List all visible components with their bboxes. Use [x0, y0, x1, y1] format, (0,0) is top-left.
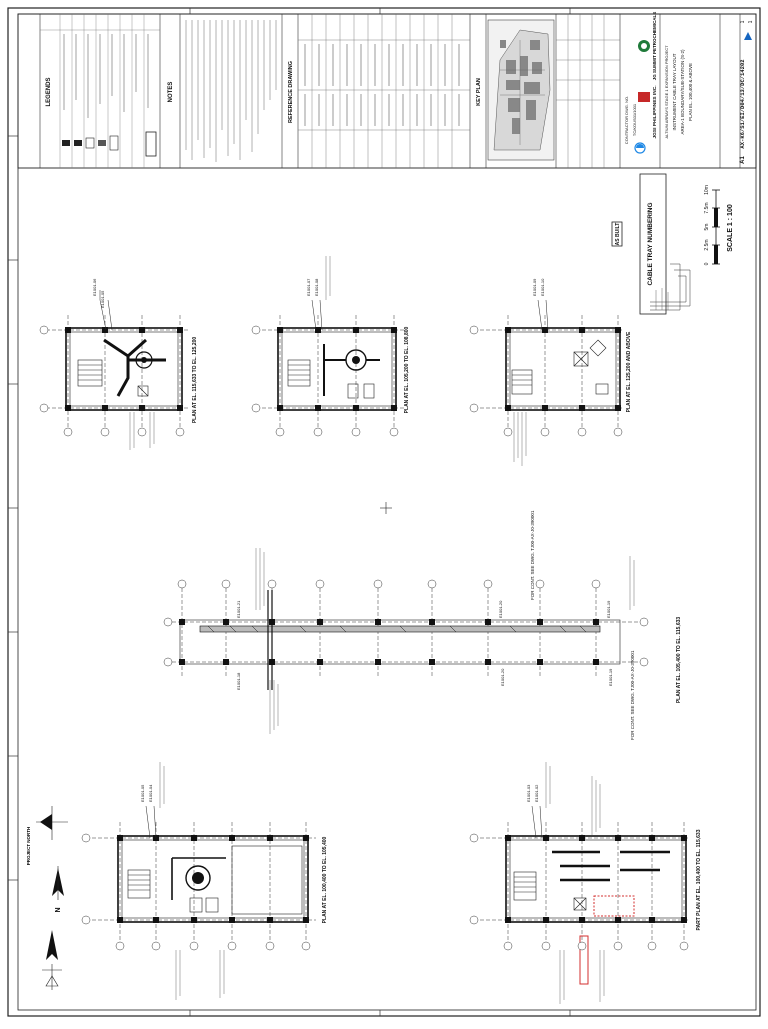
plan-middle: E1001-20 E1001-19 E1001-21 E1001-18 E100…: [163, 510, 682, 740]
drawing-title-2: AREA-1 BOUNDARY/SUB-STATION (S-2): [680, 49, 685, 135]
plan-title-top-right: PLAN AT EL. 125,200 AND ABOVE: [626, 331, 632, 412]
tag-e1001-09: E1001-09: [532, 278, 537, 296]
center-marks: [380, 502, 392, 514]
for-cont-note-2: FOR CONT. SEE DWG. TJ00-AX-J0-390001: [630, 650, 635, 740]
company-logo-mark: [634, 142, 646, 154]
client-logo-text: JG SUMMIT PETROCHEMICALS: [652, 12, 657, 81]
scale-tick-4: 10m: [704, 185, 710, 195]
tag-e1001-06: E1001-06: [92, 278, 97, 296]
sheet-of: 1: [748, 20, 754, 23]
plan-title-middle: PLAN AT EL. 105,400 TO EL. 115,633: [676, 617, 682, 704]
tag-e1001-07: E1001-07: [306, 278, 311, 296]
tag-e1001-03: E1001-03: [526, 784, 531, 802]
plan-top-right: E1001-09 E1001-10 PLAN AT EL. 125,200 AN…: [469, 278, 632, 466]
plan-bottom-right: E1001-03 E1001-02 PART PLAN AT EL. 100,4…: [469, 762, 702, 1004]
tag-e1001-05: E1001-05: [100, 290, 105, 308]
drawing-title-1: INSTRUMENT CABLE TRAY LAYOUT: [672, 53, 677, 130]
scale-tick-1: 2.5m: [704, 239, 710, 250]
tag-e1001-10: E1001-10: [540, 278, 545, 296]
highlight-box: [593, 895, 635, 917]
scale-tick-0: 0: [704, 262, 710, 265]
contractor-logo-mark: [744, 32, 752, 40]
tag-e1001-04: E1001-04: [148, 784, 153, 802]
sheet-no: 1: [740, 20, 746, 23]
tag-e1001-02: E1001-02: [534, 784, 539, 802]
scale-tick-2: 5m: [704, 224, 710, 231]
tag-e1001-05b: E1001-05: [140, 784, 145, 802]
contract-no: TC/KOUS01/1001: [632, 103, 637, 136]
cable-tray-title: CABLE TRAY NUMBERING: [647, 202, 654, 285]
plan-top-middle: E1001-07 E1001-08 PLAN AT EL. 105,200 TO…: [251, 256, 410, 437]
true-north-icon: N: [52, 866, 64, 913]
tag-e1001-18: E1001-18: [236, 672, 241, 690]
scale-bar: 0 2.5m 5m 7.5m 10m SCALE 1 : 100: [704, 185, 734, 265]
reference-heading: REFERENCE DRAWING: [288, 61, 294, 123]
tag-e1001-19b: E1001-19: [608, 668, 613, 686]
tag-e1001-19: E1001-19: [606, 600, 611, 618]
legends-heading: LEGENDS: [46, 77, 52, 106]
jgp-logo-text: JGSI PHILIPPINES INC.: [652, 85, 658, 138]
title-block-text: LEGENDS NOTES REFERENCE DRAWING KEY PLAN…: [46, 12, 754, 164]
key-plan-map: [487, 19, 555, 161]
border-ticks: [8, 8, 571, 1016]
key-plan-heading: KEY PLAN: [476, 78, 482, 106]
contractor-no: CONTRACTOR DWG. NO.: [624, 96, 629, 144]
inner-border: [17, 13, 757, 1011]
north-label: PROJECT NORTH: [26, 827, 31, 866]
title-block: [17, 13, 757, 169]
plan-bottom-left: E1001-05 E1001-04 PLAN AT EL. 100,400 TO…: [81, 762, 328, 1000]
plan-title-top-left: PLAN AT EL. 115,633 TO EL. 125,200: [192, 337, 198, 424]
outer-border: [7, 7, 761, 1017]
cable-tray-numbering: CABLE TRAY NUMBERING AS BUILT: [611, 173, 691, 315]
drawing-number: AX-K6/S1/EI/D04/13/DC/14202: [739, 59, 746, 148]
tag-e1001-20b: E1001-20: [500, 668, 505, 686]
compass-icon: [42, 930, 62, 990]
plan-title-bottom-right: PART PLAN AT EL. 100,400 TO EL. 115,633: [696, 829, 702, 930]
size-code: A1: [740, 156, 746, 164]
north-arrow-icon: PROJECT NORTH: [26, 806, 68, 865]
client-logo-mark: [638, 40, 650, 52]
scale-tick-3: 7.5m: [704, 202, 710, 213]
notes-heading: NOTES: [168, 82, 174, 103]
as-built-stamp: AS BUILT: [615, 223, 621, 246]
tag-e1001-08: E1001-08: [314, 278, 319, 296]
project-title: ALTIUM ARRAYS STAGE 1 EXPANSION PROJECT: [664, 45, 669, 139]
tag-e1001-20: E1001-20: [498, 600, 503, 618]
plan-title-top-mid: PLAN AT EL. 105,200 TO EL. 108,800: [404, 326, 410, 413]
jgp-logo-mark: [638, 92, 650, 102]
for-cont-note-1: FOR CONT. SEE DWG. TJ00-AX-J0-390001: [530, 510, 535, 600]
tag-e1001-21: E1001-21: [236, 600, 241, 618]
revision-cloud: [579, 935, 589, 985]
drawing-title-3: PLAN EL. 100,400 & ABOVE: [688, 63, 693, 121]
plan-top-left: E1001-06 E1001-05 PLAN AT EL. 115,633 TO…: [39, 278, 198, 450]
plan-title-bottom-left: PLAN AT EL. 100,400 TO EL. 105,400: [322, 836, 328, 923]
scale-label: SCALE 1 : 100: [727, 204, 734, 252]
north-letter: N: [55, 907, 62, 912]
